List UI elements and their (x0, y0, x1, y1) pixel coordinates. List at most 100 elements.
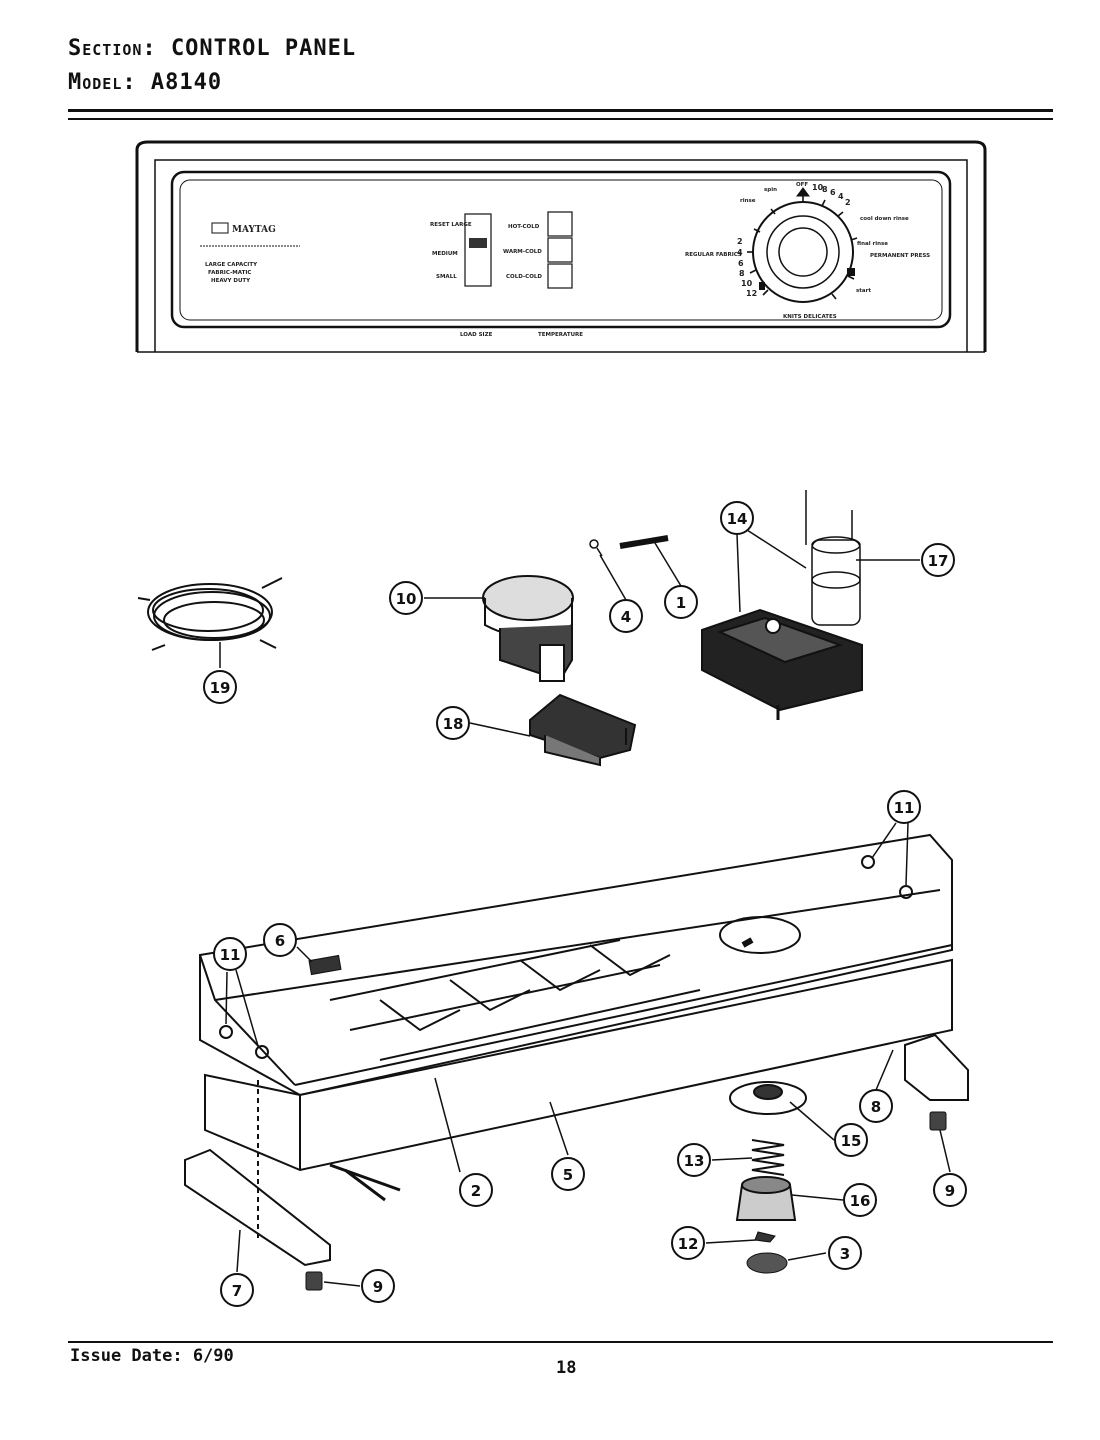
svg-text:11: 11 (894, 799, 915, 817)
callout-18: 18 (436, 706, 470, 740)
footer-rule (68, 1341, 1053, 1343)
dial-minute-top-5: 2 (845, 198, 851, 207)
knob-part (805, 490, 861, 626)
svg-text:10: 10 (396, 590, 417, 608)
load-size-label: LOAD SIZE (460, 332, 493, 338)
callout-9-left: 9 (361, 1269, 395, 1303)
svg-text:9: 9 (945, 1182, 955, 1200)
timer-dial[interactable] (752, 201, 854, 303)
callout-19: 19 (203, 670, 237, 704)
dial-minute-left-3: 6 (738, 259, 744, 268)
load-size-slider[interactable] (464, 213, 492, 287)
panel-tagline-1: LARGE CAPACITY (205, 262, 258, 268)
panel-tagline-3: HEAVY DUTY (211, 278, 251, 284)
svg-text:11: 11 (220, 946, 241, 964)
callout-10: 10 (389, 581, 423, 615)
temp-button-warm-cold[interactable] (547, 237, 573, 263)
callout-12: 12 (671, 1226, 705, 1260)
wire-harness-part (137, 577, 283, 651)
cam-part (729, 1081, 807, 1115)
svg-text:19: 19 (210, 679, 231, 697)
callout-8: 8 (859, 1089, 893, 1123)
dial-label-rinse: rinse (740, 198, 756, 204)
dial-minute-left-5: 10 (741, 279, 753, 288)
rod-part (619, 535, 669, 549)
load-size-slider-knob[interactable] (469, 238, 487, 248)
issue-date: Issue Date: 6/90 (70, 1346, 234, 1366)
retainer-clip-part (754, 1231, 776, 1243)
svg-text:18: 18 (443, 715, 464, 733)
callout-2: 2 (459, 1173, 493, 1207)
exploded-parts (137, 490, 969, 1291)
page-number: 18 (556, 1358, 577, 1378)
svg-text:1: 1 (676, 594, 686, 612)
callout-3: 3 (828, 1236, 862, 1270)
load-option-large: RESET LARGE (430, 222, 472, 228)
temp-button-hot-cold[interactable] (547, 211, 573, 237)
svg-text:7: 7 (232, 1282, 242, 1300)
callouts: 1 2 3 4 5 6 7 8 9 9 10 11 11 12 13 14 15… (203, 501, 967, 1307)
temp-button-cold-cold[interactable] (547, 263, 573, 289)
cap-part (735, 1176, 797, 1221)
dial-minute-left-1: 2 (737, 237, 743, 246)
section-value: CONTROL PANEL (170, 36, 357, 61)
callout-11-left: 11 (213, 937, 247, 971)
dial-label-knits: KNITS DELICATES (783, 314, 837, 320)
load-option-medium: MEDIUM (432, 251, 458, 257)
callout-9-right: 9 (933, 1173, 967, 1207)
rear-panel-part (204, 958, 953, 1202)
right-bracket-part (904, 1033, 969, 1101)
model-value: A8140 (150, 70, 223, 95)
temp-option-hot-cold: HOT-COLD (508, 224, 540, 230)
temperature-label: TEMPERATURE (538, 332, 583, 338)
model-label: Model: (68, 70, 137, 95)
callout-13: 13 (677, 1143, 711, 1177)
header-rule-bottom (68, 118, 1053, 120)
dial-minute-left-6: 12 (746, 289, 757, 298)
temp-option-cold-cold: COLD-COLD (506, 274, 542, 280)
switch-part (482, 575, 574, 682)
callout-11-right: 11 (887, 790, 921, 824)
callout-6: 6 (263, 923, 297, 957)
svg-text:17: 17 (928, 552, 949, 570)
connector-block-part (529, 693, 637, 767)
svg-text:14: 14 (727, 510, 748, 528)
temp-option-warm-cold: WARM-COLD (503, 249, 542, 255)
svg-text:9: 9 (373, 1278, 383, 1296)
dial-minute-top-3: 6 (830, 188, 836, 197)
svg-text:2: 2 (471, 1182, 481, 1200)
clip-part-top (308, 954, 342, 976)
dial-minute-left-2: 4 (737, 248, 743, 257)
section-label: Section: (68, 36, 157, 61)
screw-part (589, 539, 603, 557)
callout-16: 16 (843, 1183, 877, 1217)
clip-part-right (929, 1111, 947, 1131)
svg-text:13: 13 (684, 1152, 705, 1170)
callout-15: 15 (834, 1123, 868, 1157)
svg-text:3: 3 (840, 1245, 850, 1263)
timer-part (701, 608, 863, 720)
control-panel-text: MAYTAG LARGE CAPACITY FABRIC-MATIC HEAVY… (205, 182, 930, 338)
load-option-small: SMALL (436, 274, 457, 280)
section-heading: Section: CONTROL PANEL (68, 36, 356, 61)
svg-text:12: 12 (678, 1235, 699, 1253)
header-rule-top (68, 109, 1053, 112)
svg-text:15: 15 (841, 1132, 862, 1150)
callout-5: 5 (551, 1157, 585, 1191)
callout-14: 14 (720, 501, 754, 535)
svg-text:4: 4 (621, 608, 631, 626)
clip-part-left (305, 1271, 323, 1291)
svg-text:16: 16 (850, 1192, 871, 1210)
dial-minute-top-1: 10 (812, 183, 824, 192)
callout-17: 17 (921, 543, 955, 577)
svg-text:5: 5 (563, 1166, 573, 1184)
control-panel-illustration (135, 140, 987, 353)
callout-4: 4 (609, 599, 643, 633)
leader-lines (219, 529, 951, 1287)
dial-minute-top-4: 4 (838, 192, 844, 201)
callout-1: 1 (664, 585, 698, 619)
left-bracket-part (184, 1080, 331, 1267)
dial-label-off: OFF (796, 182, 808, 188)
panel-tagline-2: FABRIC-MATIC (208, 270, 251, 276)
